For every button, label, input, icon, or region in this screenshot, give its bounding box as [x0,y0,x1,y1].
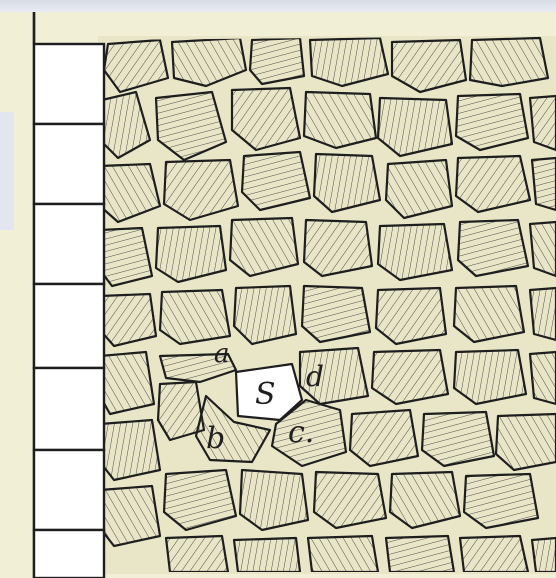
stone [314,472,386,528]
stone [302,286,370,342]
stone [304,92,376,148]
stone [100,486,160,546]
label-b: b [206,421,225,456]
stone [530,288,556,340]
stone [464,474,538,528]
paving-stones [100,38,556,572]
label-a: a [214,339,230,369]
stone [234,286,296,344]
stone [242,152,310,210]
stone [372,350,448,404]
curb-block [34,368,104,450]
curb-block [34,124,104,204]
stone [378,224,452,280]
stone [530,222,556,276]
stone [166,536,228,572]
curb-blocks [34,12,104,578]
stone [240,470,308,530]
stone [386,536,454,572]
stone [460,536,528,572]
curb-block [34,450,104,530]
stone [100,294,156,346]
stone [160,290,230,344]
curb-block [34,204,104,284]
stone [458,220,528,276]
stone [304,220,372,276]
label-d: d [306,360,324,393]
stone [100,228,152,286]
curb-block [34,284,104,368]
stone [100,420,160,480]
label-c: c. [288,415,314,450]
stone [156,226,226,282]
curb-block [34,44,104,124]
stone [386,160,452,218]
stone [532,158,556,210]
stone [390,472,460,528]
stone [100,352,154,414]
stone [230,218,298,276]
stone [532,538,556,572]
stone [456,156,530,212]
stone [234,538,300,572]
stone [530,96,556,150]
stone [422,412,494,466]
stone [454,350,526,404]
stone [378,98,452,156]
stone [308,536,378,572]
stone [350,410,418,466]
stone [470,38,548,86]
stone [376,288,446,344]
label-s: S [255,377,276,412]
stone [530,352,556,404]
stone [454,286,524,342]
curb-block [34,530,104,578]
stone [496,414,556,470]
stone [314,154,380,212]
stone [456,94,528,150]
stone [250,38,304,84]
